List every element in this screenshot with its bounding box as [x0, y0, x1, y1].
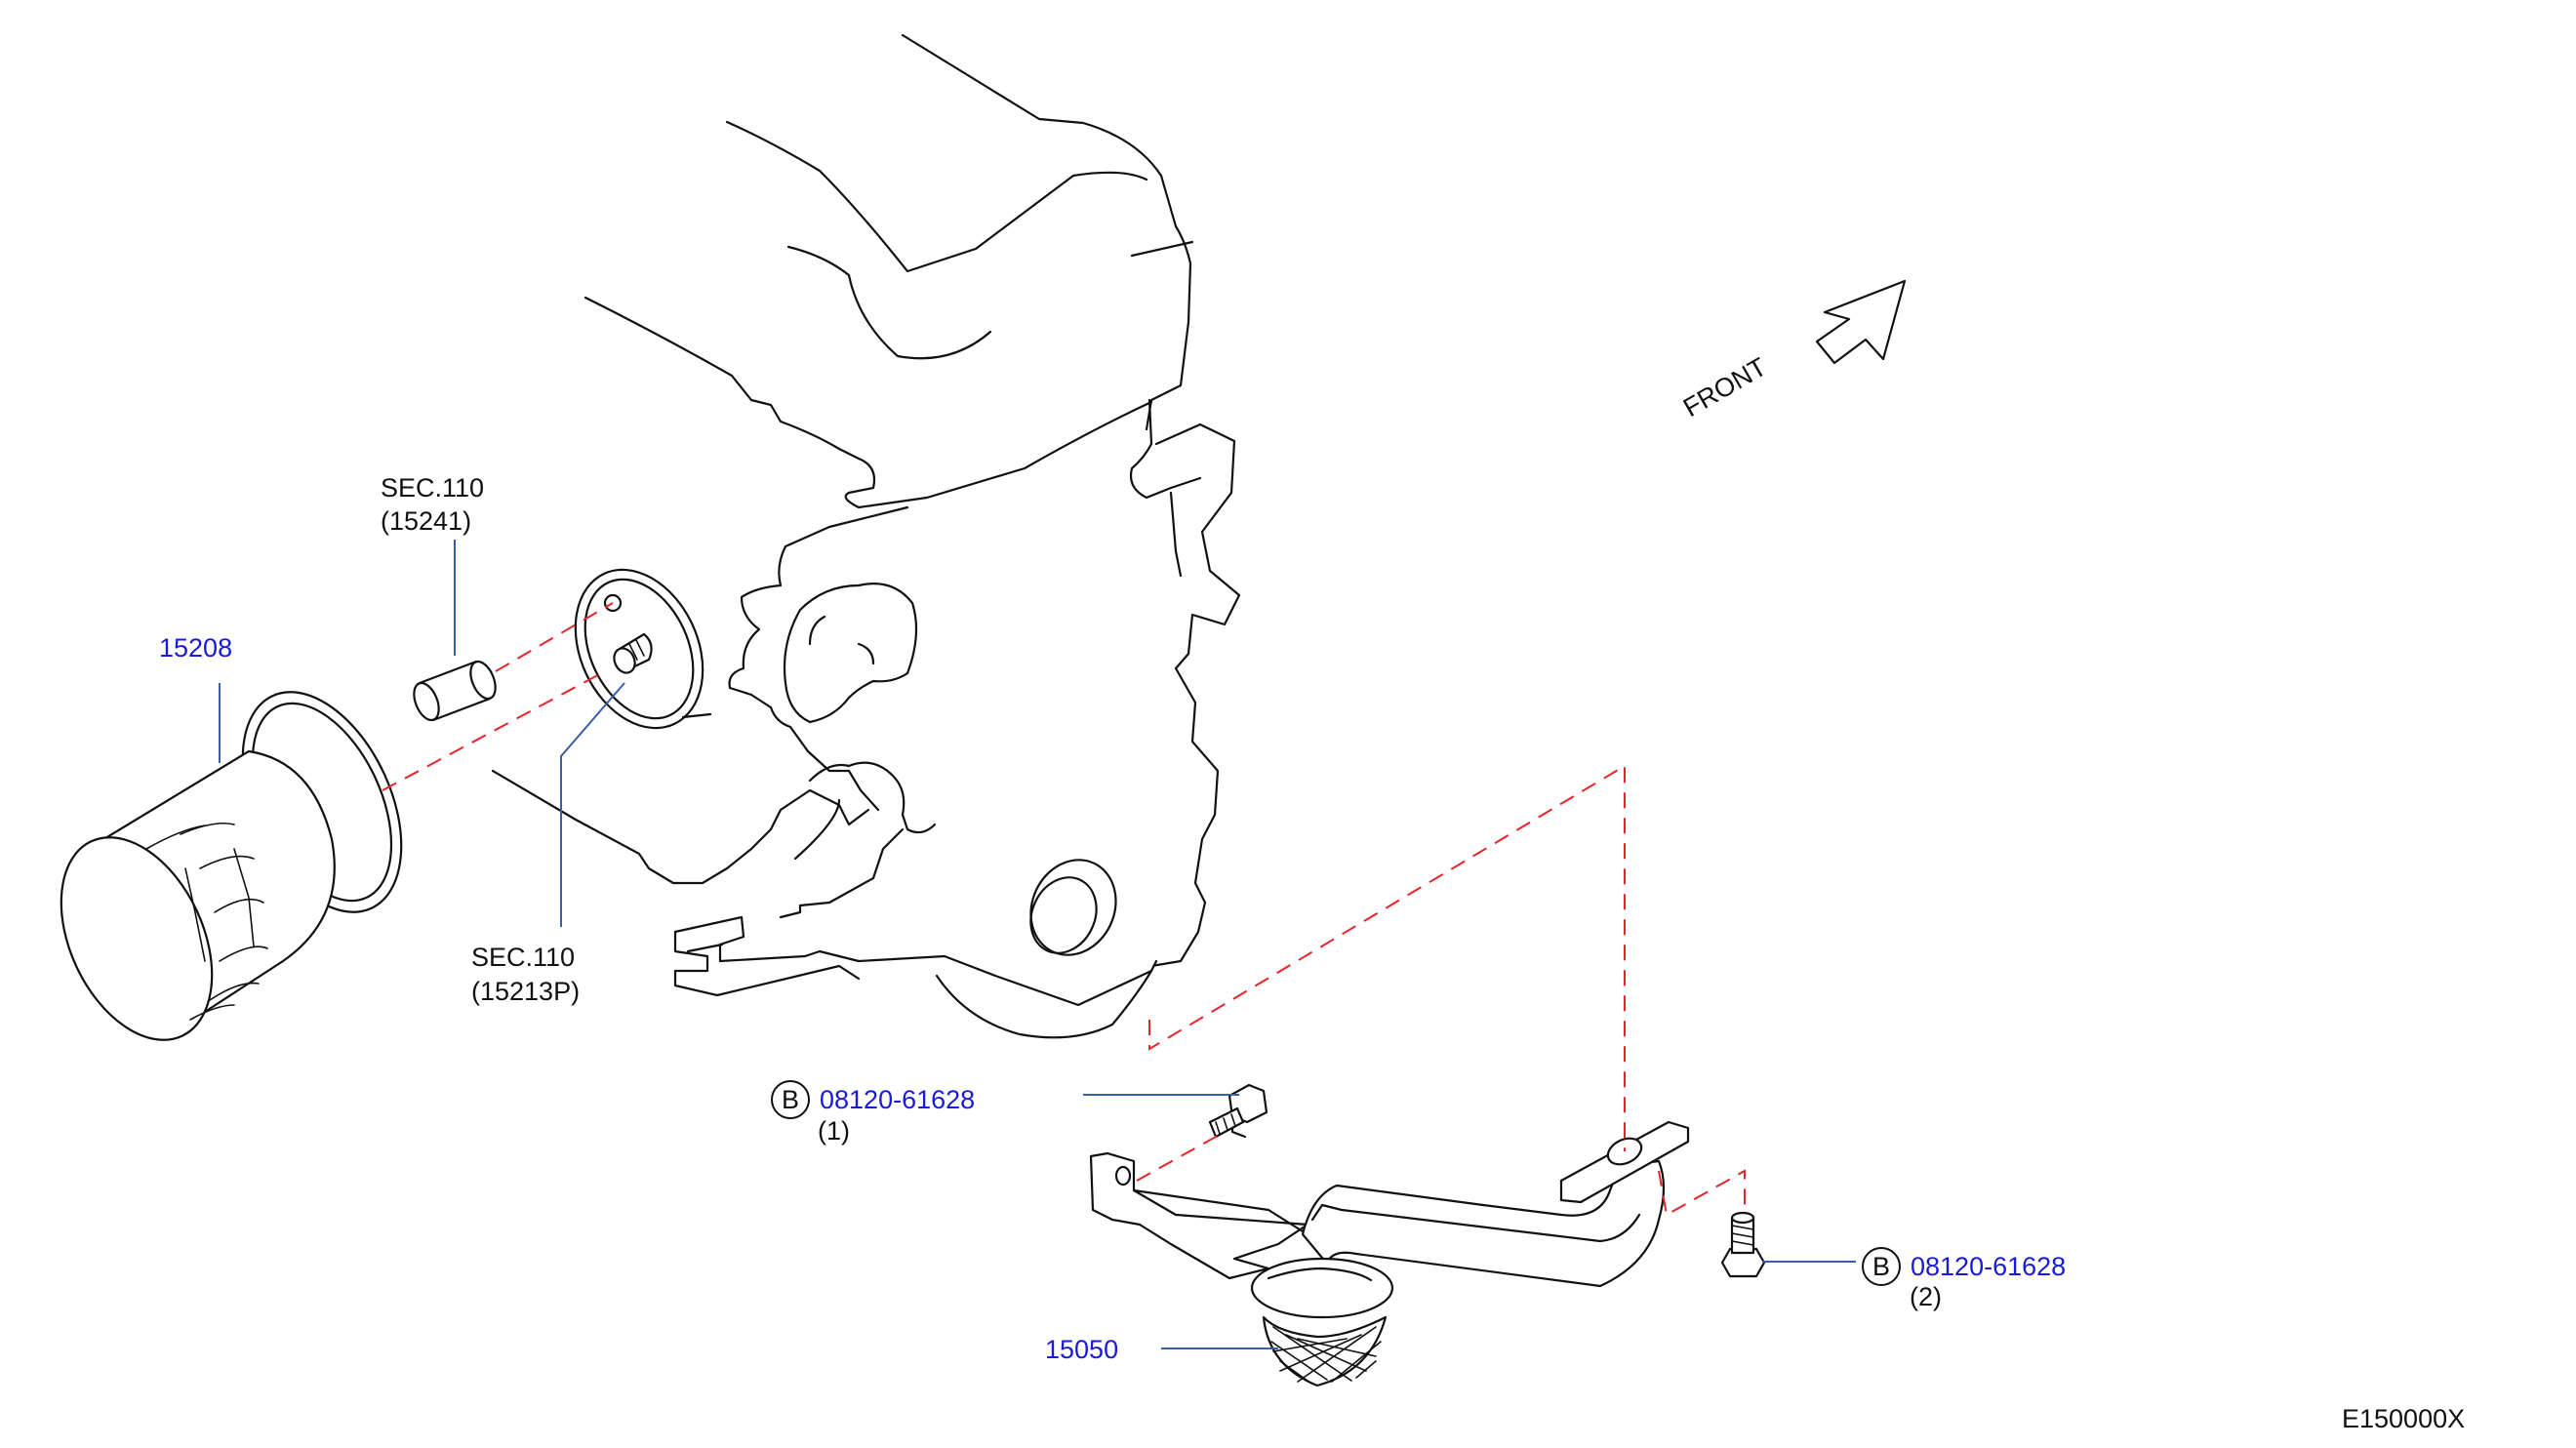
leader-lines	[219, 540, 1856, 1349]
callout-15213p-ref: (15213P)	[471, 977, 580, 1006]
front-label: FRONT	[1678, 352, 1772, 422]
callout-strainer-part-no: 15050	[1045, 1335, 1118, 1364]
bolt-2	[1720, 1211, 1766, 1278]
oil-strainer	[1089, 1120, 1690, 1388]
bolt-1	[1208, 1083, 1268, 1139]
hollow-arrow-icon	[1815, 279, 1907, 365]
callout-15213p-section: SEC.110	[471, 943, 575, 972]
bolt-1-marker-circle	[771, 1080, 810, 1119]
oil-filter	[60, 691, 403, 1041]
bolt-1-marker: B	[782, 1085, 799, 1114]
bolt-2-marker-circle	[1862, 1247, 1901, 1286]
callout-oil-filter-part-no: 15208	[159, 633, 232, 663]
filter-mounting-plate	[574, 568, 712, 730]
bolt-2-qty: (2)	[1910, 1282, 1942, 1311]
diagram-id: E150000X	[2342, 1404, 2465, 1433]
installation-guides	[382, 602, 1746, 1217]
callout-15241-ref: (15241)	[381, 506, 471, 536]
bolt-1-qty: (1)	[818, 1116, 850, 1146]
engine-block	[491, 33, 1241, 1039]
bolt-1-part-no: 08120-61628	[820, 1085, 975, 1114]
oil-connector	[413, 660, 497, 722]
bolt-2-marker: B	[1872, 1252, 1890, 1281]
bolt-2-part-no: 08120-61628	[1911, 1252, 2066, 1281]
callout-15241-section: SEC.110	[381, 473, 484, 503]
